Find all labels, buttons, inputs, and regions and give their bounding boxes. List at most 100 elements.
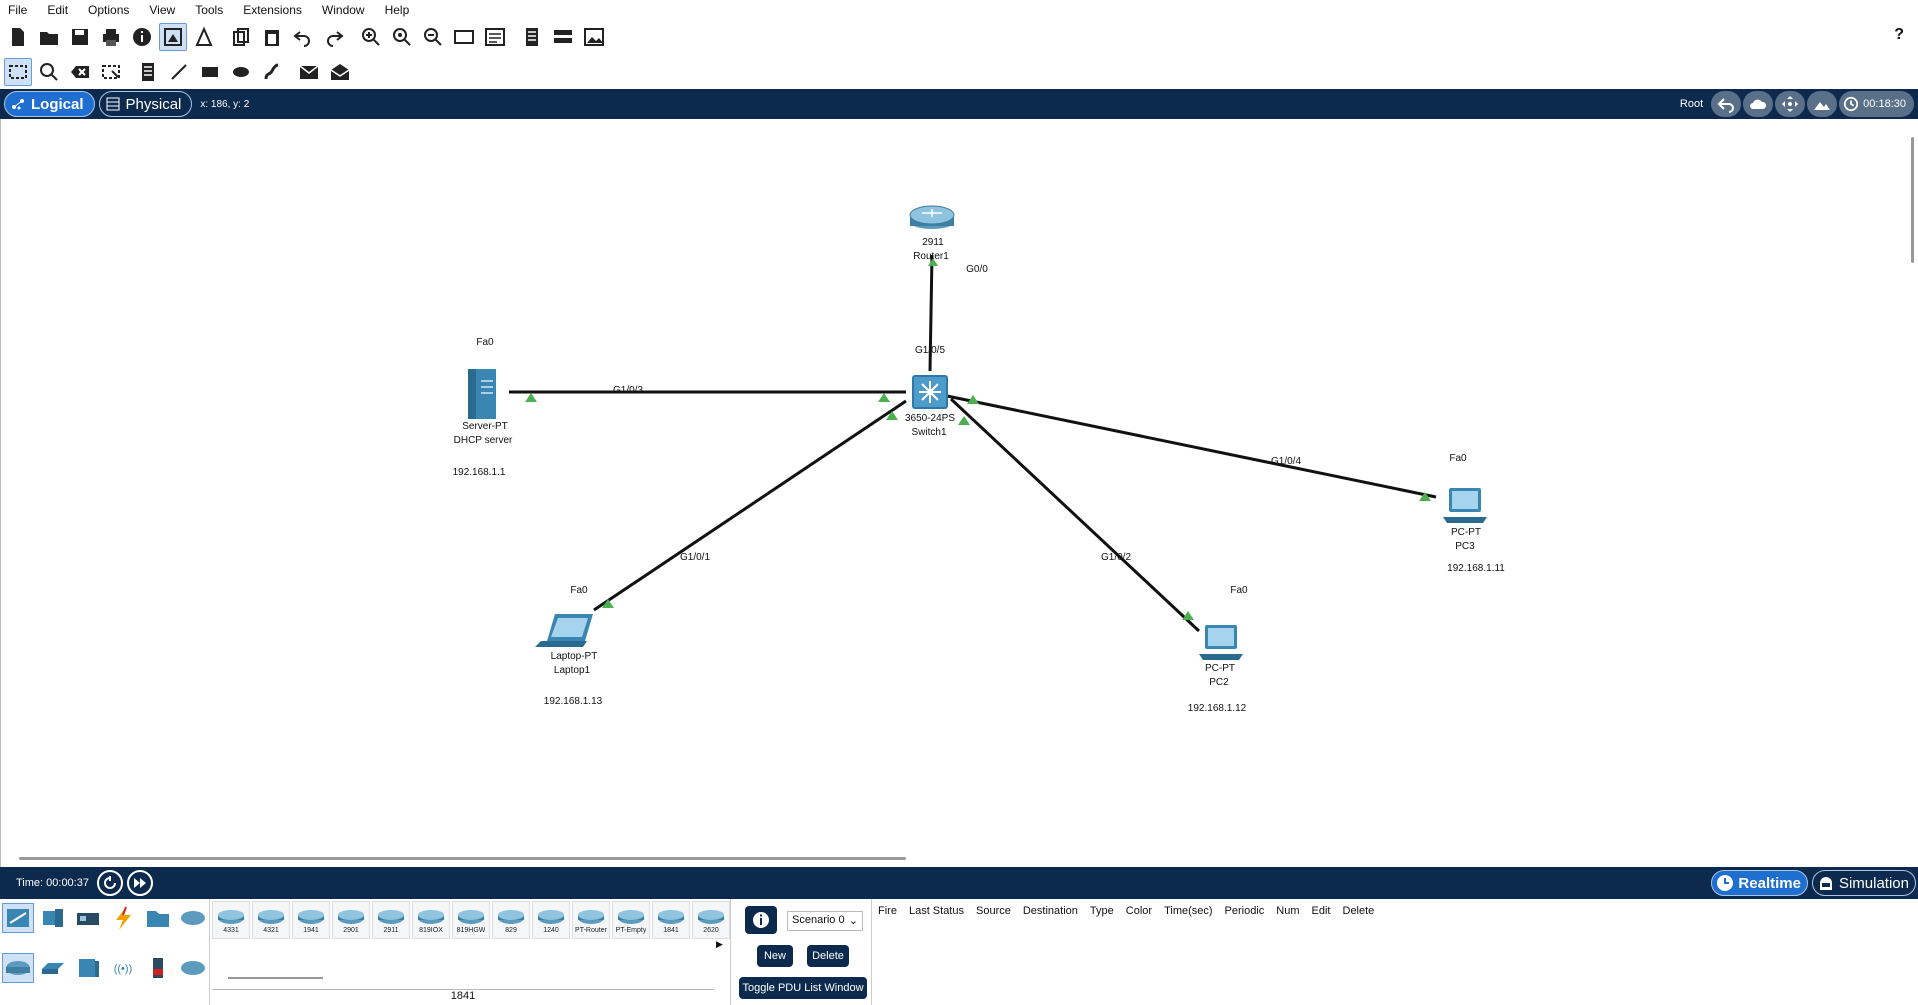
device-model-tile[interactable]: 1841 (652, 901, 690, 939)
resize-shape-icon[interactable] (97, 58, 125, 86)
fast-forward-button[interactable] (126, 870, 153, 896)
scenario-info-button[interactable] (745, 906, 777, 934)
connections-icon[interactable] (107, 903, 139, 933)
help-button[interactable]: ? (1894, 26, 1904, 43)
wan-emulation-icon[interactable] (177, 953, 209, 983)
new-scenario-button[interactable]: New (757, 945, 793, 967)
device-model-tile[interactable]: 829 (492, 901, 530, 939)
switch1-device[interactable] (912, 375, 948, 409)
draw-rectangle-icon[interactable] (196, 58, 224, 86)
menu-edit[interactable]: Edit (47, 3, 69, 17)
tab-simulation[interactable]: Simulation (1811, 870, 1916, 896)
switches-icon[interactable] (37, 953, 69, 983)
device-model-tile[interactable]: 819HGW (452, 901, 490, 939)
place-note-icon[interactable] (134, 58, 162, 86)
tab-realtime[interactable]: Realtime (1711, 870, 1808, 896)
switch1-port-label: G1/0/5 (915, 345, 945, 356)
horizontal-scrollbar[interactable] (19, 857, 906, 860)
wireless-devices-icon[interactable]: ((•)) (107, 953, 139, 983)
end-devices-icon[interactable] (37, 903, 69, 933)
security-icon[interactable] (142, 953, 174, 983)
simple-pdu-icon[interactable] (295, 58, 323, 86)
menu-view[interactable]: View (149, 3, 176, 17)
select-icon[interactable] (4, 58, 32, 86)
undo-icon[interactable] (289, 23, 317, 51)
device-model-tile[interactable]: 4321 (252, 901, 290, 939)
device-model-tile[interactable]: 1941 (292, 901, 330, 939)
server-device[interactable] (468, 369, 496, 419)
vertical-scrollbar[interactable] (1911, 137, 1914, 263)
fast-forward-icon (133, 878, 146, 888)
routers-icon[interactable] (2, 953, 34, 983)
collapse-arrow-icon[interactable]: ▶ (716, 939, 723, 949)
menu-extensions[interactable]: Extensions (243, 3, 302, 17)
hubs-icon[interactable] (72, 953, 104, 983)
save-icon[interactable] (66, 23, 94, 51)
zoom-in-icon[interactable] (357, 23, 385, 51)
freeform-icon[interactable] (258, 58, 286, 86)
info-icon[interactable] (128, 23, 156, 51)
image-icon[interactable] (580, 23, 608, 51)
link-pc3-switch1[interactable] (946, 394, 1437, 499)
device-model-label: 2901 (343, 926, 359, 934)
multiuser-icon[interactable] (177, 903, 209, 933)
copy-icon[interactable] (227, 23, 255, 51)
tab-logical[interactable]: Logical (4, 91, 95, 117)
menu-window[interactable]: Window (321, 3, 365, 17)
link-router1-switch1[interactable] (928, 254, 934, 372)
device-model-tile[interactable]: 2901 (332, 901, 370, 939)
back-button[interactable] (1711, 91, 1742, 117)
router1-device[interactable] (909, 205, 955, 229)
zoom-reset-icon[interactable] (388, 23, 416, 51)
inspect-icon[interactable] (35, 58, 63, 86)
device-model-tile[interactable]: PT-Empty (612, 901, 650, 939)
device-model-label: 2911 (383, 926, 399, 934)
network-info-icon[interactable] (549, 23, 577, 51)
device-model-tile[interactable]: 1240 (532, 901, 570, 939)
custom-device-dialog-icon[interactable] (481, 23, 509, 51)
scenario-select[interactable]: Scenario 0 ⌄ (787, 911, 863, 931)
new-cluster-button[interactable] (1743, 91, 1774, 117)
paste-icon[interactable] (258, 23, 286, 51)
drawing-palette-icon[interactable] (450, 23, 478, 51)
components-icon[interactable] (72, 903, 104, 933)
draw-line-icon[interactable] (165, 58, 193, 86)
device-model-tile[interactable]: 4331 (212, 901, 250, 939)
network-devices-icon[interactable] (2, 903, 34, 933)
document-icon[interactable] (518, 23, 546, 51)
viewport-clock[interactable]: 00:18:30 (1839, 91, 1914, 117)
custom-device-icon[interactable] (159, 23, 187, 51)
new-file-icon[interactable] (4, 23, 32, 51)
set-background-button[interactable] (1807, 91, 1838, 117)
zoom-out-icon[interactable] (419, 23, 447, 51)
delete-icon[interactable] (66, 58, 94, 86)
link-laptop1-switch1[interactable] (593, 399, 907, 612)
open-folder-icon[interactable] (35, 23, 63, 51)
tab-physical[interactable]: Physical (98, 91, 193, 117)
toggle-pdu-list-button[interactable]: Toggle PDU List Window (739, 977, 867, 999)
pc3-device[interactable] (1443, 488, 1487, 523)
move-object-button[interactable] (1775, 91, 1806, 117)
device-model-tile[interactable]: 2911 (372, 901, 410, 939)
laptop1-device[interactable] (535, 614, 593, 647)
redo-icon[interactable] (320, 23, 348, 51)
activity-wizard-icon[interactable] (190, 23, 218, 51)
port-up-indicator (1419, 492, 1431, 501)
power-cycle-button[interactable] (96, 870, 123, 896)
draw-ellipse-icon[interactable] (227, 58, 255, 86)
device-model-tile[interactable]: 2620 (692, 901, 730, 939)
link-pc2-switch1[interactable] (949, 397, 1201, 633)
device-model-tile[interactable]: 819IOX (412, 901, 450, 939)
delete-scenario-button[interactable]: Delete (807, 945, 849, 967)
print-icon[interactable] (97, 23, 125, 51)
logical-workspace[interactable]: 2911 Router1 G0/0 G1/0/5 3650-24PS Switc… (0, 119, 1918, 867)
menu-file[interactable]: File (8, 3, 28, 17)
device-list-scrollbar[interactable] (228, 977, 323, 979)
pc2-device[interactable] (1199, 625, 1243, 660)
menu-help[interactable]: Help (384, 3, 410, 17)
complex-pdu-icon[interactable] (326, 58, 354, 86)
menu-options[interactable]: Options (88, 3, 130, 17)
device-model-tile[interactable]: PT-Router (572, 901, 610, 939)
menu-tools[interactable]: Tools (195, 3, 224, 17)
miscellaneous-icon[interactable] (142, 903, 174, 933)
